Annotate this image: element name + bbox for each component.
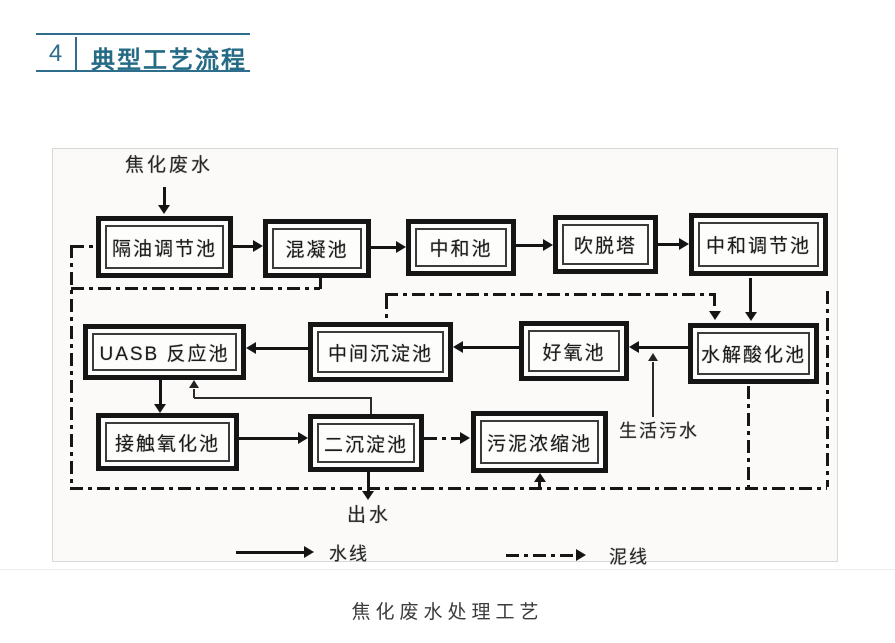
node-neutralization-tank: 中和池 — [406, 219, 516, 276]
domestic-sewage-label: 生活污水 — [619, 421, 699, 441]
header-bottom-rule — [36, 70, 250, 72]
node-intermediate-sedimentation-tank: 中间沉淀池 — [308, 322, 453, 382]
influent-label: 焦化废水 — [125, 155, 214, 176]
page-divider-line — [0, 569, 895, 570]
node-oil-separation-adjust-tank: 隔油调节池 — [96, 216, 233, 278]
node-neutralization-adjust-tank: 中和调节池 — [689, 213, 828, 276]
node-coagulation-tank: 混凝池 — [263, 219, 371, 278]
section-number: 4 — [48, 40, 63, 67]
header-top-rule — [36, 33, 250, 35]
legend-water-label: 水线 — [329, 544, 369, 564]
node-hydrolysis-acidification-tank: 水解酸化池 — [688, 323, 819, 384]
legend-sludge-label: 泥线 — [609, 547, 649, 567]
figure-caption: 焦化废水处理工艺 — [351, 602, 544, 623]
section-title: 典型工艺流程 — [91, 47, 247, 74]
node-aerobic-tank: 好氧池 — [519, 321, 629, 381]
node-sludge-thickening-tank: 污泥浓缩池 — [471, 411, 608, 473]
header-divider — [75, 37, 77, 71]
node-contact-oxidation-tank: 接触氧化池 — [96, 413, 239, 471]
process-flow-diagram: 焦化废水 生活污水 出水 隔油调节池 混凝池 中和池 吹脱塔 中和调节池 UAS… — [52, 148, 838, 567]
node-stripping-tower: 吹脱塔 — [553, 215, 658, 274]
node-secondary-sedimentation-tank: 二沉淀池 — [308, 414, 424, 472]
node-uasb-reactor: UASB 反应池 — [83, 324, 246, 380]
effluent-label: 出水 — [347, 505, 392, 526]
